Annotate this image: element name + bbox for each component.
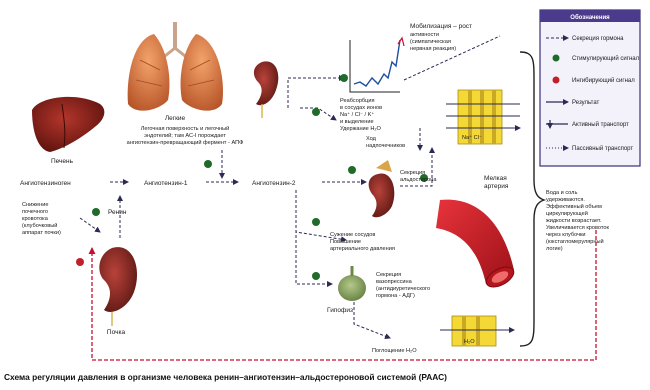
reabsorption-1: Реабсорбция (340, 98, 375, 104)
artery-illustration (436, 200, 517, 291)
vasopressin-4: гормона - АДГ) (376, 293, 415, 299)
kidney-label: Почка (107, 329, 126, 336)
narrowing-2: Повышение (330, 239, 361, 245)
stimulating-dot (312, 218, 320, 226)
legend-title: Обозначения (570, 14, 610, 21)
legend-item-4: Результат (572, 100, 600, 106)
result-8: (юкстагломерулярный (546, 238, 604, 245)
kidney-top-illustration (254, 61, 278, 118)
result-5: жидкости возрастает. (546, 218, 602, 224)
lungs-illustration (128, 22, 223, 111)
pituitary-illustration (338, 266, 366, 301)
reabsorption-5: Удержание H₂O (340, 126, 382, 132)
cell-panel-top: Na⁺ Cl⁻ (446, 90, 520, 144)
legend-item-6: Пассивный транспорт (572, 145, 633, 152)
kidney-input-5: аппарат почки) (22, 230, 61, 236)
aldosterone-2: альдостерона (400, 177, 437, 183)
result-7: через клубочки (546, 232, 586, 238)
mobilization-chart (350, 38, 404, 92)
result-3: Эффективный объем (546, 203, 602, 210)
cell-bottom-h2o: H₂O (464, 339, 475, 345)
lungs-desc-3: ангиотензин-превращающий фермент - АПФ (127, 139, 244, 146)
vasopressin-1: Секреция (376, 272, 401, 278)
kidney-input-4: (клубочковый (22, 222, 57, 229)
result-6: Увеличивается кровоток (546, 225, 610, 231)
artery-label-2: артерия (484, 183, 509, 190)
angiotensin2-label: Ангиотензин-2 (252, 180, 296, 187)
kidney-adrenal-illustration (369, 160, 395, 217)
narrowing-1: Сужение сосудов (330, 232, 375, 238)
lungs-label: Легкие (165, 115, 186, 122)
legend-item-3: Ингибирующий сигнал (572, 77, 635, 84)
result-9: логие) (546, 246, 563, 252)
legend-swatch-inhibiting (553, 77, 560, 84)
artery-label-1: Мелкая (484, 175, 507, 182)
reabsorption-sub-1: Ход (366, 136, 377, 142)
diagram-caption: Схема регуляции давления в организме чел… (4, 372, 447, 382)
legend: Обозначения Секреция гормона Стимулирующ… (540, 10, 640, 166)
mobilization-4: нервная реакция) (410, 46, 456, 52)
stimulating-dot (92, 208, 100, 216)
mobilization-1: Мобилизация – рост (410, 22, 472, 30)
inhibiting-dot (76, 258, 84, 266)
lungs-desc-1: Легочная поверхность и легочный (141, 125, 230, 132)
reabsorption-sub-2: надпочечников (366, 143, 405, 149)
kidney-illustration (99, 247, 137, 326)
stimulating-dot (312, 272, 320, 280)
result-2: удерживаются. (546, 197, 585, 203)
vasopressin-3: (антидиуретического (376, 286, 430, 292)
legend-item-2: Стимулирующий сигнал (572, 55, 640, 62)
angiotensin1-label: Ангиотензин-1 (144, 180, 188, 187)
cell-panel-bottom: H₂O (440, 316, 514, 346)
vasopressin-2: вазопрессина (376, 279, 413, 285)
lungs-desc-2: эндотелий; там АС-I порождает (144, 132, 226, 139)
result-4: циркулирующей (546, 210, 588, 217)
stimulating-dot (348, 166, 356, 174)
stimulating-dot (340, 74, 348, 82)
mobilization-2: активности (410, 32, 439, 38)
liver-label: Печень (51, 158, 74, 165)
stimulating-dot (204, 160, 212, 168)
angiotensinogen-label: Ангиотензиноген (20, 180, 71, 187)
legend-swatch-stimulating (553, 55, 560, 62)
water-absorption-label: Поглощение H₂O (372, 348, 417, 354)
kidney-input-3: кровотока (22, 216, 49, 222)
aldosterone-1: Секреция (400, 170, 425, 176)
narrowing-3: артериального давления (330, 246, 395, 252)
reabsorption-4: и выделение (340, 119, 374, 125)
stimulating-dot (312, 108, 320, 116)
kidney-input-1: Снижение (22, 202, 48, 208)
kidney-input-2: почечного (22, 209, 48, 215)
pituitary-label: Гипофиз (327, 307, 353, 314)
cell-top-ions: Na⁺ Cl⁻ (462, 134, 482, 141)
liver-illustration (32, 97, 104, 152)
reabsorption-3: Na⁺ / Cl⁻ / K⁺ (340, 111, 374, 118)
mobilization-3: (симпатическая (410, 39, 451, 45)
renin-label: Ренин (108, 209, 127, 216)
legend-item-5: Активный транспорт (572, 121, 629, 128)
reabsorption-2: в сосудах ионов (340, 105, 382, 111)
legend-item-1: Секреция гормона (572, 36, 624, 42)
result-1: Вода и соль (546, 190, 577, 196)
